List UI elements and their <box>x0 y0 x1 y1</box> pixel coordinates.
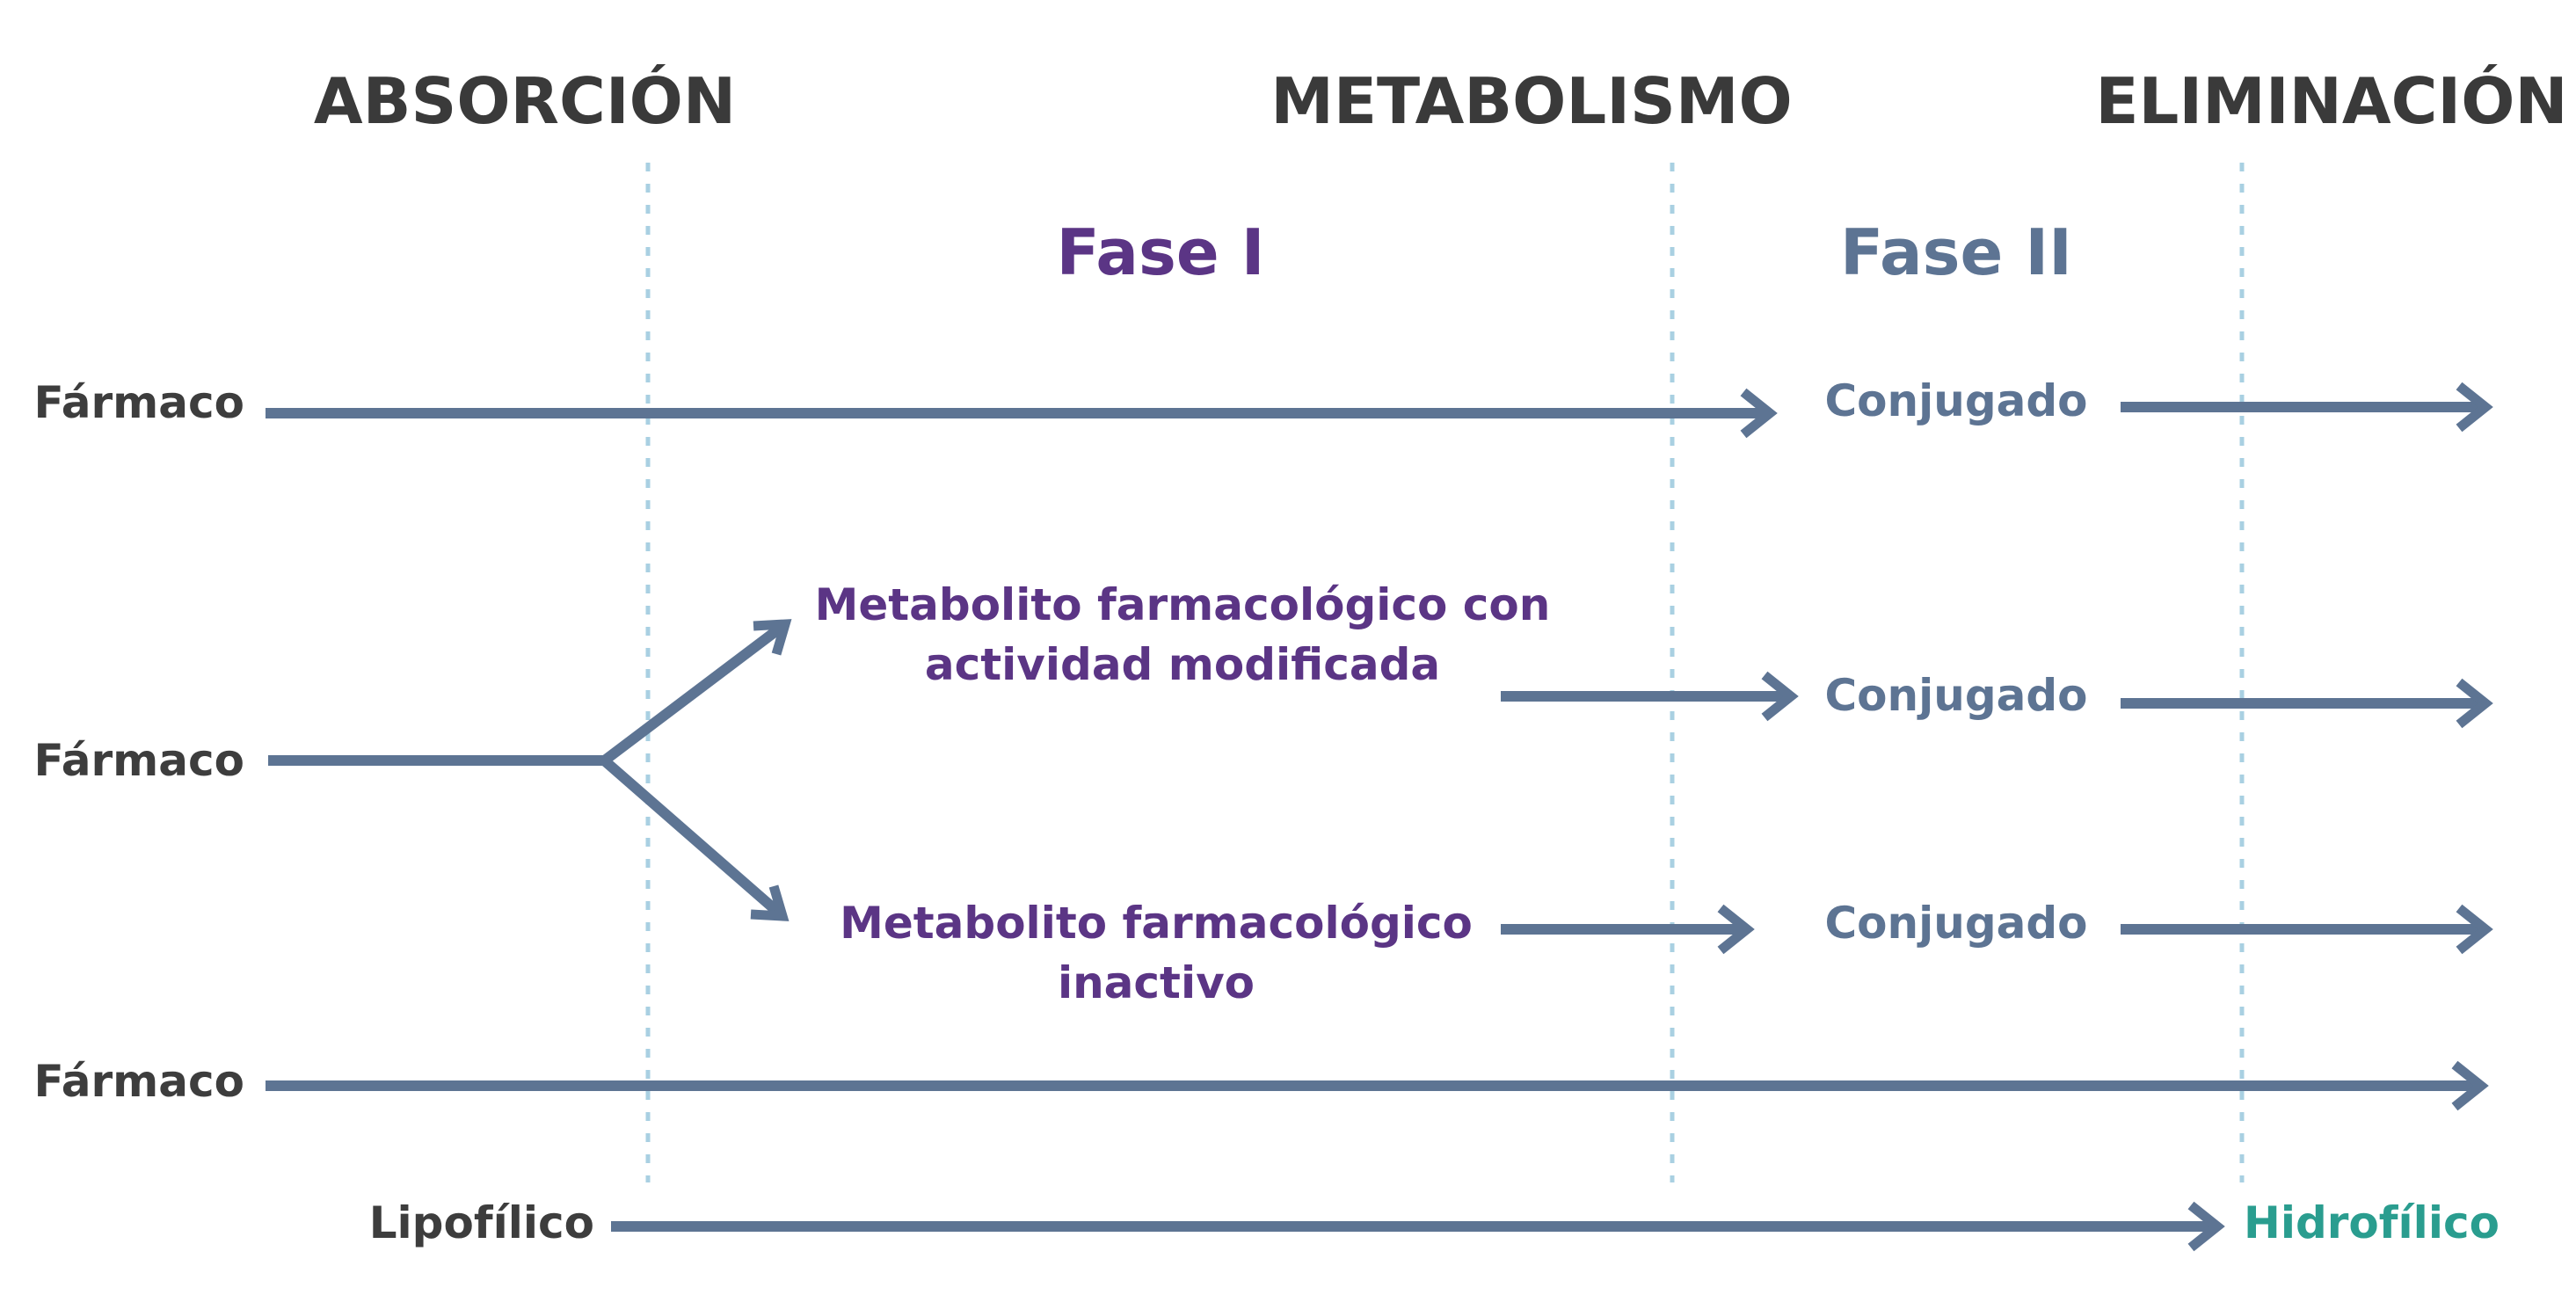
inactive-metabolite-arrow-to-conjugate <box>1501 904 1755 955</box>
lipophilic-label: Lipofílico <box>369 1197 594 1248</box>
active-conjugate-label: Conjugado <box>1824 670 2087 721</box>
phase-2-label: Fase II <box>1840 215 2072 289</box>
row3-arrow-to-elimination <box>266 1060 2489 1111</box>
row2-drug-label: Fármaco <box>34 735 244 786</box>
active-conjugate-arrow-to-elimination <box>2121 678 2493 729</box>
active-metabolite-arrow-to-conjugate <box>1501 671 1799 722</box>
inactive-conjugate-arrow-to-elimination <box>2121 904 2493 955</box>
header-eliminacion: ELIMINACIÓN <box>2095 64 2567 138</box>
phase-1-label: Fase I <box>1056 215 1264 289</box>
header-metabolismo: METABOLISMO <box>1270 64 1793 138</box>
active-metabolite-label-line1: Metabolito farmacológico con <box>815 579 1551 630</box>
row3-drug-label: Fármaco <box>34 1056 244 1107</box>
row2-branch-arrow-active <box>599 619 792 767</box>
inactive-metabolite-label-line1: Metabolito farmacológico <box>840 898 1473 949</box>
header-absorcion: ABSORCIÓN <box>314 64 736 138</box>
lipophilic-to-hydrophilic-arrow <box>611 1201 2225 1252</box>
inactive-metabolite-label-line2: inactivo <box>1058 957 1255 1008</box>
row1-conjugate-label: Conjugado <box>1824 375 2087 426</box>
inactive-conjugate-label: Conjugado <box>1824 898 2087 949</box>
row1-arrow-to-conjugate <box>266 388 1778 439</box>
row2-branch-arrow-inactive <box>599 754 790 921</box>
row1-drug-label: Fármaco <box>34 377 244 428</box>
row1-arrow-to-elimination <box>2121 382 2493 433</box>
hydrophilic-label: Hidrofílico <box>2244 1197 2500 1248</box>
active-metabolite-label-line2: actividad modificada <box>925 639 1440 690</box>
